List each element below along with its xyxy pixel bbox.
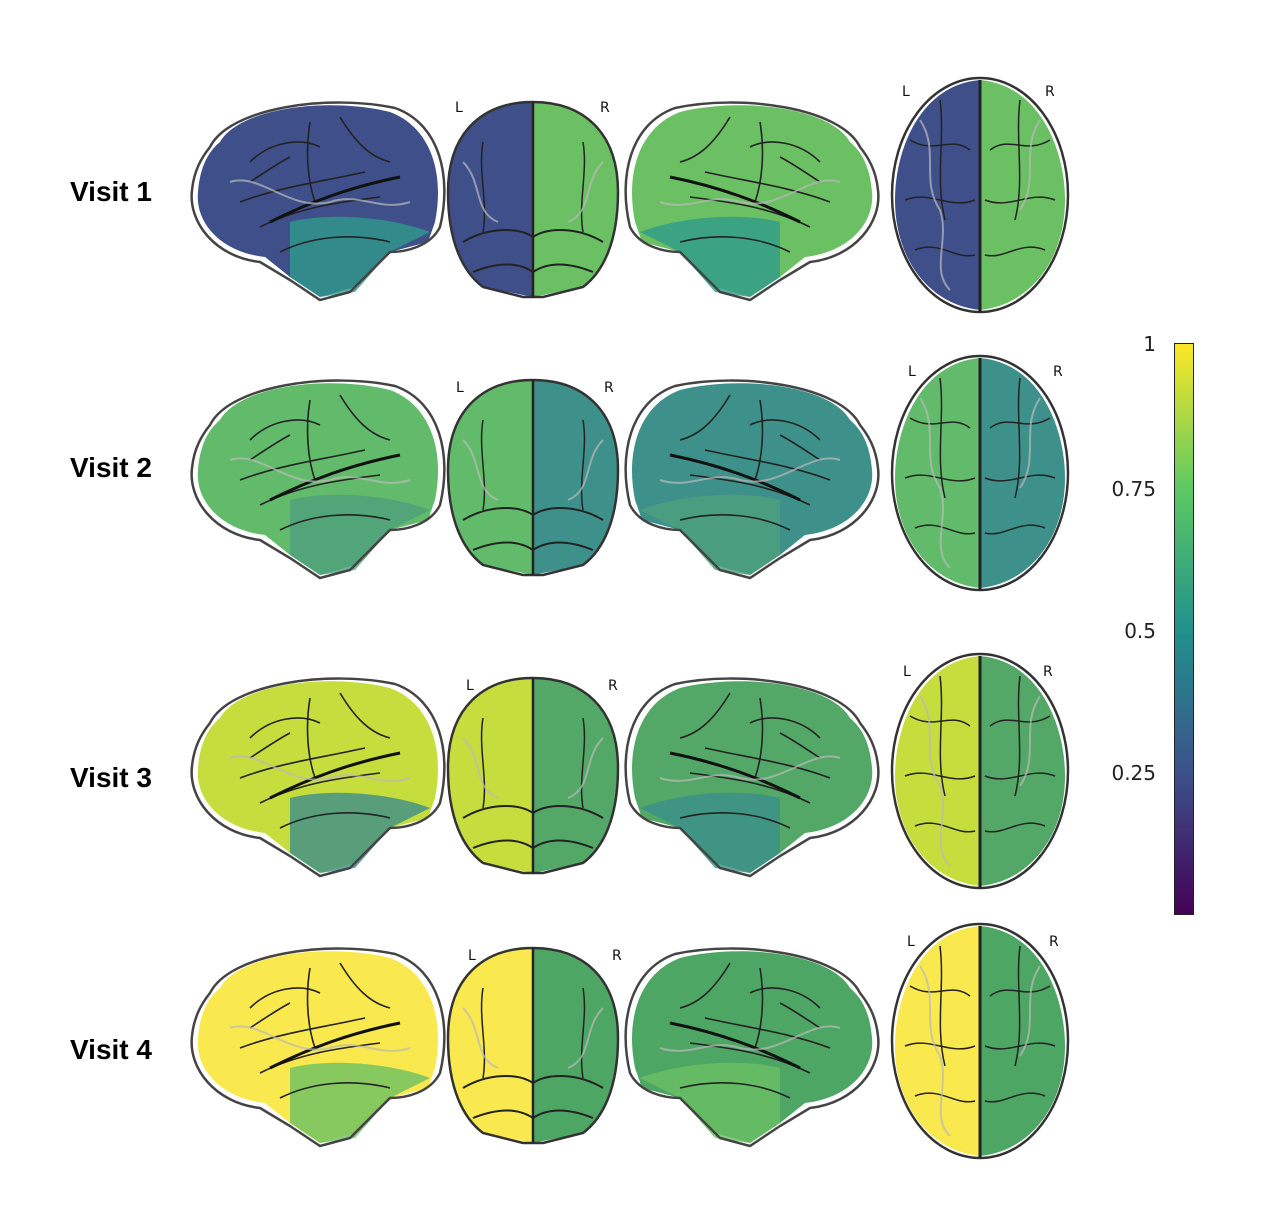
colorbar-tick-0.75: 0.75 [1111,477,1156,501]
axial-left-marker-3: L [903,664,911,680]
coronal-left-marker-3: L [466,678,474,694]
coronal-right-marker-4: R [612,948,622,964]
coronal-left-marker-2: L [456,380,464,396]
axial-right-marker-3: R [1043,664,1053,680]
coronal-right-marker-2: R [604,380,614,396]
axial-view-1 [890,76,1070,314]
row-label-visit-4: Visit 4 [70,1034,152,1065]
colorbar-tick-1: 1 [1143,332,1156,356]
brain-row-4 [190,922,1070,1160]
colorbar [1174,343,1194,915]
row-label-visit-1: Visit 1 [70,176,152,207]
axial-right-marker-2: R [1053,364,1063,380]
row-label-visit-3: Visit 3 [70,762,152,793]
sagittal-left-view-1 [190,101,446,302]
axial-view-3 [890,652,1070,890]
colorbar-tick-0.25: 0.25 [1111,761,1156,785]
coronal-view-1 [446,100,620,299]
coronal-view-2 [446,378,620,577]
sagittal-left-view-3 [190,677,446,878]
coronal-right-marker-3: R [608,678,618,694]
brain-row-3 [190,652,1070,890]
coronal-left-marker-1: L [455,100,463,116]
row-label-visit-2: Visit 2 [70,452,152,483]
sagittal-right-view-1 [624,101,880,302]
sagittal-right-view-3 [624,677,880,878]
axial-view-2 [890,354,1070,592]
axial-right-marker-1: R [1045,84,1055,100]
sagittal-right-view-4 [624,947,880,1148]
colorbar-tick-0.5: 0.5 [1124,619,1156,643]
axial-left-marker-2: L [908,364,916,380]
axial-left-marker-4: L [907,934,915,950]
coronal-left-marker-4: L [468,948,476,964]
brain-row-1 [190,76,1070,314]
axial-right-marker-4: R [1049,934,1059,950]
sagittal-right-view-2 [624,379,880,580]
sagittal-left-view-4 [190,947,446,1148]
coronal-view-4 [446,946,620,1145]
axial-left-marker-1: L [902,84,910,100]
axial-view-4 [890,922,1070,1160]
coronal-right-marker-1: R [600,100,610,116]
coronal-view-3 [446,676,620,875]
brain-row-2 [190,354,1070,592]
sagittal-left-view-2 [190,379,446,580]
